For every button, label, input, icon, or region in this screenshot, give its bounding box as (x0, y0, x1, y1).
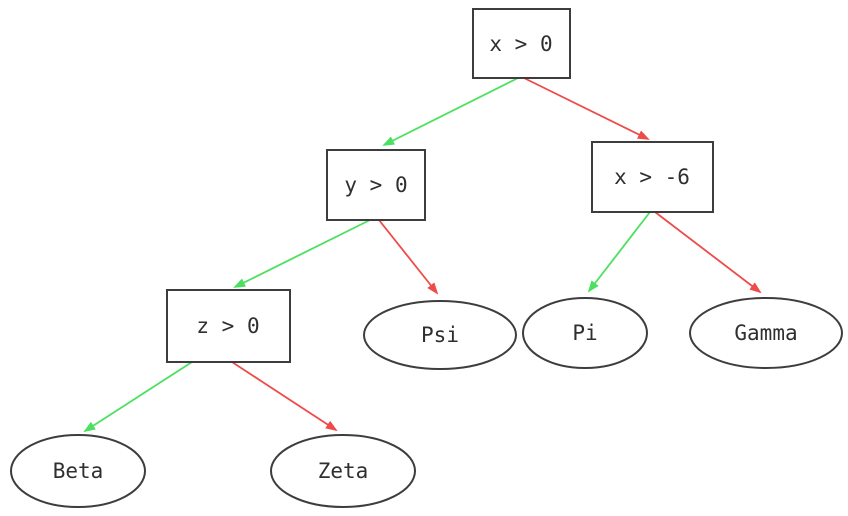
node-x-gt-0: x > 0 (472, 8, 571, 79)
node-x-gt-minus6: x > -6 (591, 141, 714, 213)
edge-xm6-true-to-pi (587, 211, 651, 293)
node-x-gt-minus6-box (591, 141, 714, 213)
node-x-gt-0-box (472, 8, 571, 79)
node-y-gt-0: y > 0 (326, 149, 426, 221)
leaf-gamma: Gamma (689, 297, 843, 369)
leaf-psi: Psi (363, 300, 517, 370)
node-z-gt-0: z > 0 (166, 289, 291, 363)
edge-layer (83, 77, 762, 433)
edge-xm6-false-to-gamma (654, 211, 762, 294)
node-y-gt-0-box (326, 149, 426, 221)
leaf-pi-label: Pi (572, 321, 597, 345)
leaf-gamma-ellipse (689, 297, 843, 369)
leaf-zeta: Zeta (270, 434, 416, 508)
leaf-psi-label: Psi (421, 323, 459, 347)
edge-z0-true-to-beta (83, 361, 193, 433)
leaf-zeta-ellipse (270, 434, 416, 508)
node-z-gt-0-label: z > 0 (196, 314, 259, 338)
edge-y0-false-to-psi (378, 219, 439, 295)
node-z-gt-0-box (166, 289, 291, 363)
leaf-gamma-label: Gamma (734, 321, 797, 345)
leaf-pi: Pi (522, 297, 648, 369)
edge-z0-false-to-zeta (231, 361, 338, 432)
leaf-psi-ellipse (363, 300, 517, 370)
node-y-gt-0-label: y > 0 (344, 173, 407, 197)
edge-x0-false-to-xm6 (523, 77, 650, 140)
node-x-gt-0-label: x > 0 (489, 32, 552, 56)
edge-x0-true-to-y0 (382, 77, 519, 146)
edge-y0-true-to-z0 (233, 219, 371, 288)
node-x-gt-minus6-label: x > -6 (614, 165, 690, 189)
leaf-pi-ellipse (522, 297, 648, 369)
leaf-beta-label: Beta (53, 459, 104, 483)
leaf-zeta-label: Zeta (318, 459, 369, 483)
leaf-beta: Beta (10, 434, 146, 508)
leaf-beta-ellipse (10, 434, 146, 508)
